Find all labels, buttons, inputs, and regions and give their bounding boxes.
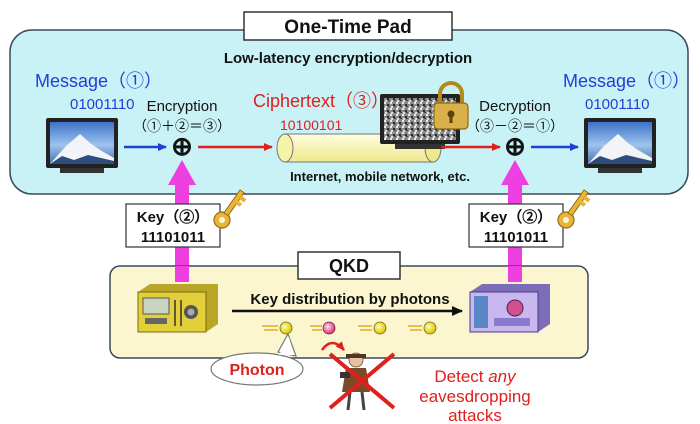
ciphertext-bits: 10100101 [280, 117, 343, 133]
channel-label: Internet, mobile network, etc. [290, 169, 470, 184]
photon-callout [210, 332, 304, 386]
left-key-box [125, 203, 221, 248]
encryption-label: Encryption [147, 98, 218, 115]
right-message-bits: 01001110 [585, 96, 650, 113]
detect-line1-pre: Detect [434, 367, 488, 386]
qkd-title-box [297, 251, 401, 280]
monitor-icon [46, 118, 118, 173]
qkd-title: QKD [329, 256, 369, 276]
detect-line1-em: any [488, 367, 517, 386]
photon-icon [262, 321, 293, 335]
key-icon [213, 189, 247, 229]
detect-line1: Detect any [434, 367, 517, 386]
ciphertext-label: Ciphertext（③） [253, 91, 389, 111]
photon-icon [358, 321, 387, 335]
receiver-device-icon [469, 284, 550, 333]
detect-line3: attacks [448, 406, 502, 424]
left-message-label: Message（①） [35, 71, 162, 91]
key-icon [557, 189, 591, 229]
right-message-label: Message（①） [563, 71, 690, 91]
otp-subtitle: Low-latency encryption/decryption [224, 50, 472, 67]
left-key-bits: 11101011 [141, 229, 205, 246]
decryption-label: Decryption [479, 98, 551, 115]
otp-title-box [243, 11, 453, 41]
xor-encrypt-icon: ⊕ [171, 131, 193, 161]
detect-line2: eavesdropping [419, 387, 531, 406]
cross-mark-icon [328, 352, 396, 410]
left-key-label: Key（②） [137, 208, 210, 226]
photon-icon [310, 321, 336, 335]
right-key-box [468, 203, 564, 248]
right-key-bits: 11101011 [484, 229, 548, 246]
photon-callout-text: Photon [229, 362, 284, 379]
distribution-label: Key distribution by photons [250, 291, 449, 308]
left-message-bits: 01001110 [70, 96, 135, 113]
intercept-arrow [320, 341, 345, 351]
lock-icon [433, 81, 469, 130]
right-key-label: Key（②） [480, 208, 553, 226]
xor-decrypt-icon: ⊕ [504, 131, 526, 161]
transmitter-device-icon [137, 284, 218, 333]
monitor-icon [584, 118, 656, 173]
eavesdropper-icon [340, 352, 370, 411]
decryption-formula: （③－②＝①） [466, 118, 564, 134]
photon-icon [408, 321, 437, 335]
encryption-formula: （①＋②＝③） [133, 118, 231, 134]
otp-title: One-Time Pad [284, 17, 411, 38]
